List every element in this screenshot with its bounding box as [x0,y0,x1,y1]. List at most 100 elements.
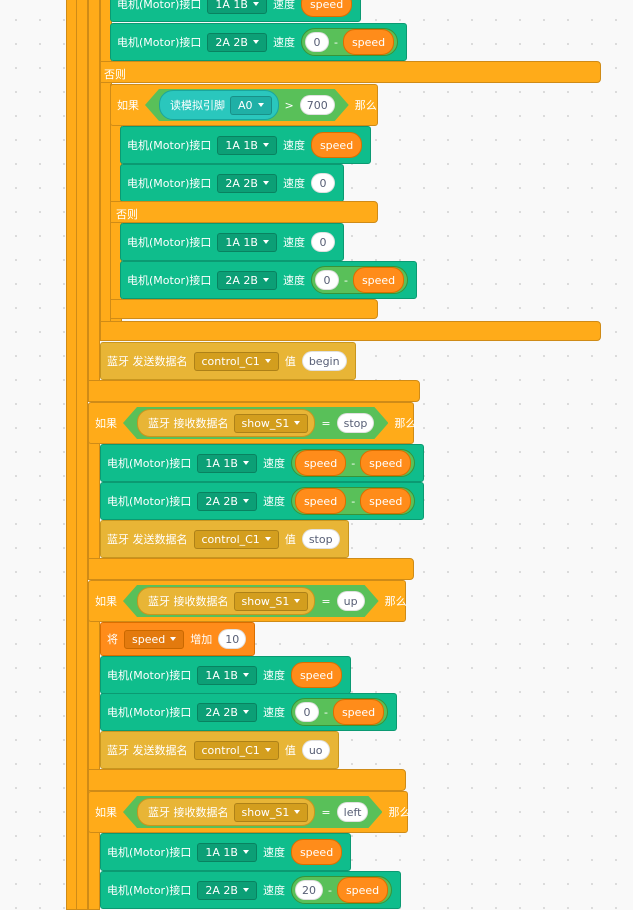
speed-label: 速度 [272,0,295,11]
variable-dropdown[interactable]: speed [124,629,185,649]
number-input[interactable]: 0 [310,173,335,193]
motor-port-label: 电机(Motor)接口 [127,139,212,152]
chevron-down-icon [258,103,264,107]
chevron-down-icon [264,748,271,752]
speed-variable[interactable]: speed [360,488,412,514]
speed-variable[interactable]: speed [360,450,412,476]
port-dropdown[interactable]: 1A 1B [197,665,257,685]
speed-variable[interactable]: speed [336,877,389,903]
bt-send-block[interactable]: 蓝牙 发送数据名 control_C1 值 stop [100,520,349,558]
bt-receive-block[interactable]: 蓝牙 接收数据名 show_S1 [137,409,315,437]
port-dropdown[interactable]: 1A 1B [217,232,277,252]
port-dropdown[interactable]: 2A 2B [197,702,257,722]
read-analog-pin-block[interactable]: 读模拟引脚 A0 [159,90,279,120]
data-name-dropdown[interactable]: control_C1 [193,351,279,371]
chevron-down-icon [242,888,249,892]
if-block[interactable]: 如果 蓝牙 接收数据名 show_S1 = up 那么 [88,580,407,622]
then-label: 那么 [394,417,417,430]
text-input[interactable]: stop [337,413,375,433]
speed-label: 速度 [262,706,285,719]
speed-variable[interactable]: speed [294,450,347,476]
bt-send-label: 蓝牙 发送数据名 [107,355,188,368]
motor-block[interactable]: 电机(Motor)接口 2A 2B 速度 0 - speed [120,261,418,299]
chevron-down-icon [242,461,249,465]
number-input[interactable]: 0 [310,232,335,252]
text-input[interactable]: up [337,591,365,611]
port-dropdown[interactable]: 1A 1B [217,135,277,155]
motor-block[interactable]: 电机(Motor)接口 1A 1B 速度 speed [110,0,362,22]
if-block[interactable]: 如果 蓝牙 接收数据名 show_S1 = stop 那么 [88,402,417,444]
bt-receive-block[interactable]: 蓝牙 接收数据名 show_S1 [137,587,315,615]
speed-variable[interactable]: speed [294,488,347,514]
motor-block[interactable]: 电机(Motor)接口 1A 1B 速度 speed [120,126,372,164]
number-input[interactable]: 20 [294,880,323,900]
speed-variable[interactable]: speed [290,839,343,865]
minus-label: - [323,705,328,719]
motor-block[interactable]: 电机(Motor)接口 2A 2B 速度 0 - speed [110,23,408,61]
data-name-dropdown[interactable]: show_S1 [234,414,309,433]
number-input[interactable]: 0 [304,32,329,52]
number-input[interactable]: 0 [314,270,339,290]
data-name-dropdown[interactable]: control_C1 [193,740,279,760]
number-input[interactable]: 0 [294,702,319,722]
port-dropdown[interactable]: 2A 2B [217,173,277,193]
greater-than-condition[interactable]: 读模拟引脚 A0 > 700 [145,89,349,121]
motor-block[interactable]: 电机(Motor)接口 2A 2B 速度 20 - speed [100,871,402,909]
speed-variable[interactable]: speed [300,0,353,17]
motor-block[interactable]: 电机(Motor)接口 1A 1B 速度 speed [100,833,352,871]
speed-variable[interactable]: speed [290,662,343,688]
motor-block[interactable]: 电机(Motor)接口 2A 2B 速度 speed - speed [100,482,425,520]
port-dropdown[interactable]: 2A 2B [207,32,267,52]
bt-receive-label: 蓝牙 接收数据名 [148,595,229,608]
bt-receive-block[interactable]: 蓝牙 接收数据名 show_S1 [137,798,315,826]
motor-block[interactable]: 电机(Motor)接口 2A 2B 速度 0 [120,164,344,202]
data-name-dropdown[interactable]: control_C1 [193,529,279,549]
subtract-operator[interactable]: speed - speed [290,449,416,477]
number-input[interactable]: 700 [300,95,335,115]
motor-block[interactable]: 电机(Motor)接口 2A 2B 速度 0 - speed [100,693,398,731]
subtract-operator[interactable]: 20 - speed [290,876,393,904]
text-input[interactable]: stop [301,529,340,549]
speed-label: 速度 [272,36,295,49]
subtract-operator[interactable]: 0 - speed [310,266,409,294]
equals-condition[interactable]: 蓝牙 接收数据名 show_S1 = left [123,796,382,828]
speed-variable[interactable]: speed [342,29,395,55]
speed-variable[interactable]: speed [352,267,405,293]
chevron-down-icon [242,673,249,677]
subtract-operator[interactable]: speed - speed [290,487,416,515]
chevron-down-icon [252,40,259,44]
chevron-down-icon [264,359,271,363]
if-block[interactable]: 如果 蓝牙 接收数据名 show_S1 = left 那么 [88,791,410,833]
data-name-dropdown[interactable]: show_S1 [234,592,309,611]
port-dropdown[interactable]: 2A 2B [197,880,257,900]
speed-variable[interactable]: speed [332,699,385,725]
minus-label: - [333,35,338,49]
port-dropdown[interactable]: 2A 2B [217,270,277,290]
port-dropdown[interactable]: 1A 1B [207,0,267,14]
motor-block[interactable]: 电机(Motor)接口 1A 1B 速度 speed [100,656,352,694]
text-input[interactable]: uo [301,740,330,760]
text-input[interactable]: begin [301,351,347,371]
equals-condition[interactable]: 蓝牙 接收数据名 show_S1 = up [123,585,379,617]
speed-variable[interactable]: speed [310,132,363,158]
port-dropdown[interactable]: 1A 1B [197,453,257,473]
text-input[interactable]: left [337,802,369,822]
motor-block[interactable]: 电机(Motor)接口 1A 1B 速度 speed - speed [100,444,425,482]
pin-dropdown[interactable]: A0 [230,96,272,115]
bt-send-block[interactable]: 蓝牙 发送数据名 control_C1 值 begin [100,342,356,380]
if-block[interactable]: 如果 读模拟引脚 A0 > 700 那么 [110,84,378,126]
chevron-down-icon [264,537,271,541]
port-dropdown[interactable]: 2A 2B [197,491,257,511]
port-dropdown[interactable]: 1A 1B [197,842,257,862]
number-input[interactable]: 10 [218,629,247,649]
subtract-operator[interactable]: 0 - speed [300,28,399,56]
bt-send-block[interactable]: 蓝牙 发送数据名 control_C1 值 uo [100,731,339,769]
change-variable-block[interactable]: 将 speed 增加 10 [100,622,256,656]
chevron-down-icon [242,499,249,503]
motor-block[interactable]: 电机(Motor)接口 1A 1B 速度 0 [120,223,344,261]
subtract-operator[interactable]: 0 - speed [290,698,389,726]
data-name-dropdown[interactable]: show_S1 [234,803,309,822]
equals-condition[interactable]: 蓝牙 接收数据名 show_S1 = stop [123,407,388,439]
speed-label: 速度 [262,495,285,508]
